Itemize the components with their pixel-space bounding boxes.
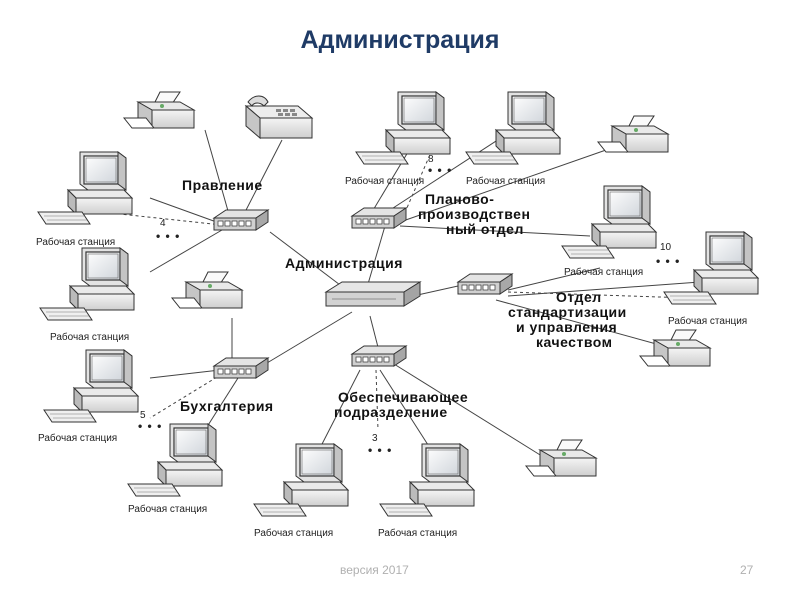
workstation-icon [355,91,451,165]
workstation-icon [43,349,139,423]
workstation-label: Рабочая станция [378,527,457,539]
footer-version: версия 2017 [340,563,409,577]
dots: • • • [156,229,180,243]
dept-label-standardization-4: качеством [536,334,612,350]
devices [37,91,759,517]
printer-icon [123,91,195,129]
switch-icon [325,281,421,307]
workstation-label: Рабочая станция [38,432,117,444]
dept-label-accounting: Бухгалтерия [180,398,274,414]
dept-label-support-1: Обеспечивающее [338,389,468,405]
workstation-label: Рабочая станция [36,236,115,248]
dept-label-support-2: подразделение [334,404,448,420]
workstation-label: Рабочая станция [50,331,129,343]
printer-icon [525,439,597,477]
hub-icon [351,345,407,367]
dots: • • • [428,163,452,177]
hub-icon [457,273,513,295]
hub-icon [351,207,407,229]
workstation-icon [465,91,561,165]
dept-label-pravlenie: Правление [182,177,263,193]
workstation-label: Рабочая станция [668,315,747,327]
dept-label-standardization-1: Отдел [556,289,602,305]
slide-title: Администрация [300,26,500,54]
workstation-icon [37,151,133,225]
dept-label-administration: Администрация [285,255,403,271]
count-pravlenie: 4 [160,218,166,229]
count-standardization: 10 [660,242,672,253]
dots: • • • [368,443,392,457]
workstation-label: Рабочая станция [128,503,207,515]
workstation-label: Рабочая станция [254,527,333,539]
count-planning: 8 [428,154,434,165]
workstation-icon [561,185,657,259]
workstation-label: Рабочая станция [564,266,643,278]
workstation-icon [663,231,759,305]
dept-label-planning-2: производствен [418,206,530,222]
workstation-icon [253,443,349,517]
printer-icon [639,329,711,367]
hub-icon [213,209,269,231]
hub-icon [213,357,269,379]
count-accounting: 5 [140,410,146,421]
dept-label-planning-1: Планово- [425,191,494,207]
workstation-icon [39,247,135,321]
workstation-icon [127,423,223,497]
workstation-label: Рабочая станция [466,175,545,187]
dept-label-standardization-3: и управления [516,319,617,335]
dept-label-standardization-2: стандартизации [508,304,627,320]
dots: • • • [656,254,680,268]
printer-icon [597,115,669,153]
page-number: 27 [740,563,754,577]
connection-lines [119,129,701,459]
dept-label-planning-3: ный отдел [446,221,524,237]
workstation-icon [379,443,475,517]
fax-icon [245,95,313,139]
printer-icon [171,271,243,309]
dots: • • • [138,419,162,433]
workstation-label: Рабочая станция [345,175,424,187]
count-support: 3 [372,433,378,444]
